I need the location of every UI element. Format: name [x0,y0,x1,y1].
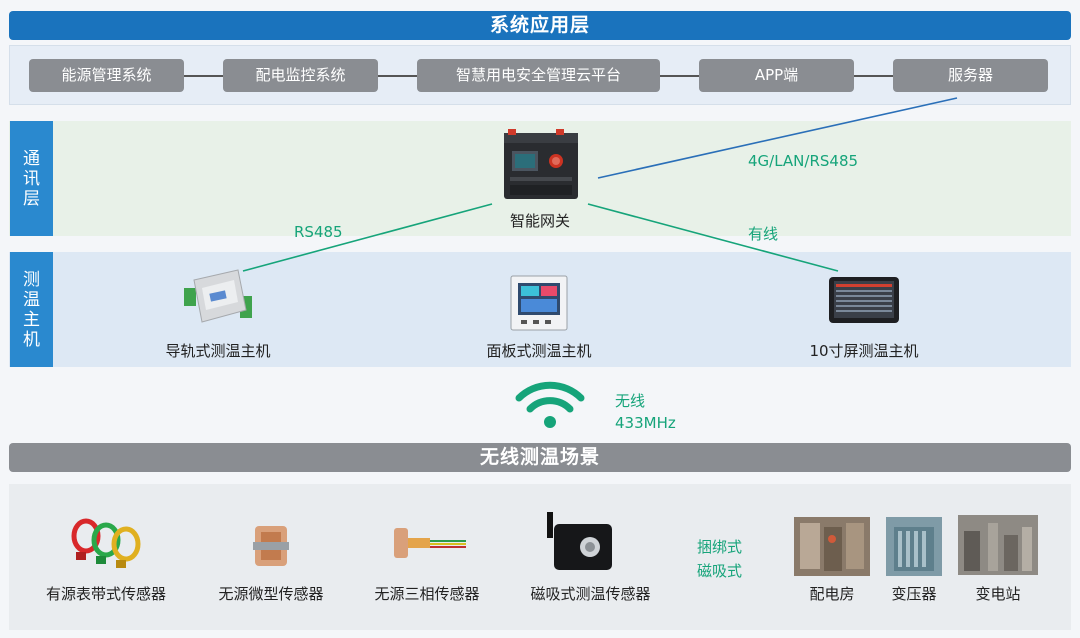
smart-gateway-icon [504,129,578,199]
rs485-link-label: RS485 [294,223,343,241]
smart-electricity-cloud-platform-box: 智慧用电安全管理云平台 [417,59,660,92]
server-link-line [597,97,958,179]
frequency-label: 433MHz [615,414,676,432]
wired-link-label: 有线 [748,225,779,243]
system-application-layer-title: 系统应用层 [9,11,1071,40]
passive-three-phase-sensor-label: 无源三相传感器 [374,585,480,603]
magnetic-mount-label: 磁吸式 [697,562,743,580]
panel-host-icon [510,275,568,331]
passive-three-phase-sensor-icon [394,528,466,558]
wired-link-line [587,203,839,272]
panel-host-label: 面板式测温主机 [486,342,592,360]
communication-layer-label: 通讯层 [10,121,53,236]
connector-line [184,75,224,77]
server-link-label: 4G/LAN/RS485 [748,152,859,170]
app-box: APP端 [699,59,854,92]
active-band-sensor-label: 有源表带式传感器 [45,585,166,603]
rs485-link-line [242,203,493,272]
active-band-sensor-icon [71,518,141,568]
wifi-icon [515,381,585,428]
ten-inch-host-label: 10寸屏测温主机 [809,342,919,360]
transformer-photo [886,517,942,576]
connector-line [660,75,700,77]
distribution-room-photo [794,517,870,576]
rail-host-label: 导轨式测温主机 [165,342,271,360]
magnetic-sensor-label: 磁吸式测温传感器 [530,585,651,603]
server-box: 服务器 [893,59,1048,92]
distribution-room-label: 配电房 [809,585,855,603]
bundle-mount-label: 捆绑式 [697,538,743,556]
rail-host-icon [184,269,252,323]
distribution-monitoring-system-box: 配电监控系统 [223,59,378,92]
connector-line [378,75,418,77]
temperature-host-label: 测温主机 [10,252,53,367]
ten-inch-host-icon [829,277,899,323]
transformer-label: 变压器 [891,585,937,603]
connector-line [854,75,894,77]
passive-micro-sensor-icon [253,526,289,566]
passive-micro-sensor-label: 无源微型传感器 [218,585,324,603]
energy-management-system-box: 能源管理系统 [29,59,184,92]
magnetic-sensor-icon [547,512,612,570]
wireless-scene-title: 无线测温场景 [9,443,1071,472]
gateway-label: 智能网关 [509,212,570,230]
substation-label: 变电站 [975,585,1021,603]
wireless-label: 无线 [615,392,646,410]
substation-photo [958,515,1038,575]
